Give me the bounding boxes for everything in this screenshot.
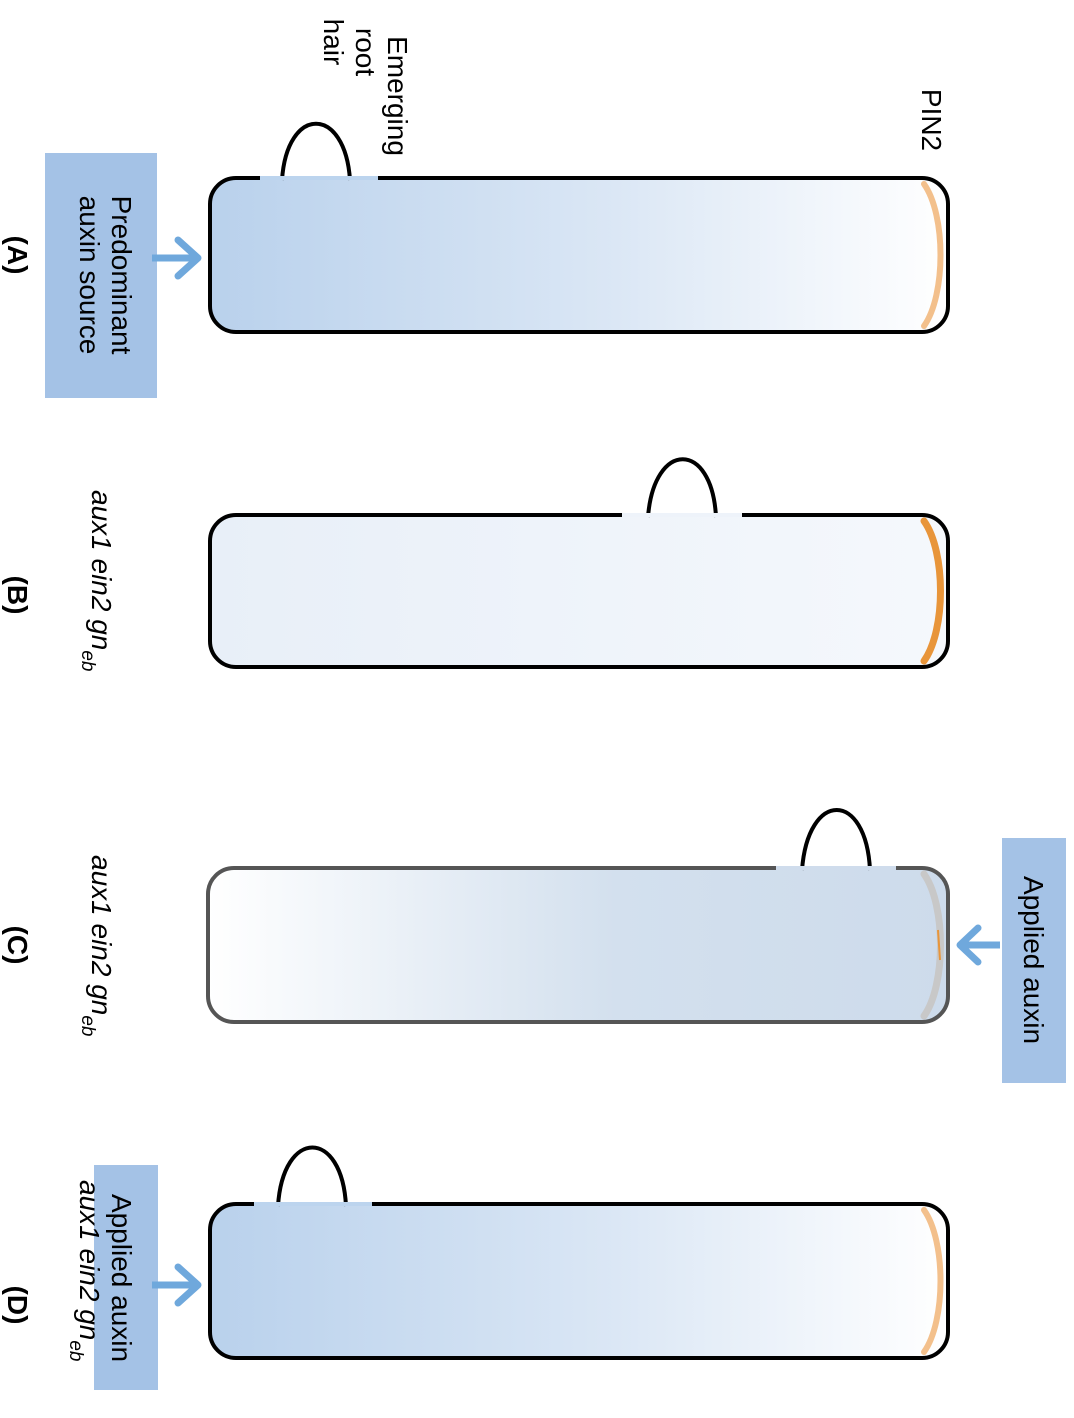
pin2-marker-a bbox=[921, 181, 944, 329]
root-hair-label-line-1: Emerging bbox=[382, 36, 413, 156]
genotype-d: aux1 ein2 gneb bbox=[65, 1180, 105, 1362]
panel-d: Applied auxin aux1 ein2 gneb (D) bbox=[2, 1145, 950, 1390]
panel-a: Predominant auxin source (A) Emerging ro… bbox=[2, 19, 950, 398]
panel-label-d: (D) bbox=[2, 1286, 33, 1325]
root-cell-a bbox=[208, 176, 950, 334]
root-cell-d bbox=[208, 1202, 950, 1360]
note-line-1: Predominant bbox=[106, 196, 137, 355]
root-hair-d bbox=[276, 1145, 348, 1207]
note-line-1: Applied auxin bbox=[106, 1194, 137, 1362]
panel-label-b: (B) bbox=[2, 576, 33, 615]
genotype-c: aux1 ein2 gneb bbox=[77, 855, 117, 1037]
auxin-arrow-icon bbox=[152, 1263, 202, 1307]
root-hair-a bbox=[280, 122, 352, 181]
panel-b: (B) aux1 ein2 gneb bbox=[2, 457, 950, 672]
pin2-marker-b bbox=[920, 517, 944, 665]
pin2-marker-d bbox=[921, 1207, 944, 1355]
note-line-2: auxin source bbox=[74, 196, 105, 355]
root-cell-c bbox=[206, 866, 950, 1024]
note-box-applied-auxin-d bbox=[94, 1165, 158, 1390]
root-hair-label-line-3: hair bbox=[318, 19, 349, 66]
root-hair-b bbox=[646, 457, 718, 518]
root-hair-c bbox=[800, 808, 872, 871]
note-box-predominant-auxin-source bbox=[45, 153, 157, 398]
auxin-arrow-icon bbox=[152, 236, 202, 280]
auxin-arrow-icon bbox=[956, 924, 1000, 966]
pin2-marker-c bbox=[920, 870, 944, 1020]
genotype-b: aux1 ein2 gneb bbox=[77, 490, 117, 672]
panel-label-a: (A) bbox=[2, 236, 33, 275]
note-box-applied-auxin-c bbox=[1002, 838, 1066, 1083]
pin2-label: PIN2 bbox=[916, 89, 947, 151]
panel-c: (C) aux1 ein2 gneb Applied auxin bbox=[2, 808, 1066, 1083]
panel-label-c: (C) bbox=[2, 926, 33, 965]
root-hair-label-line-2: root bbox=[350, 28, 381, 76]
note-line-1: Applied auxin bbox=[1018, 876, 1049, 1044]
root-cell-b bbox=[208, 513, 950, 669]
